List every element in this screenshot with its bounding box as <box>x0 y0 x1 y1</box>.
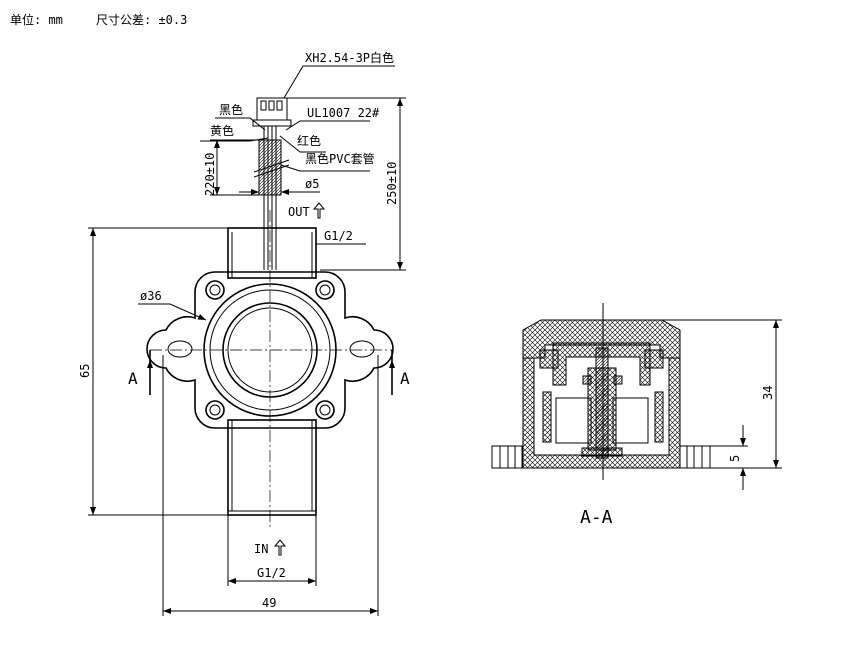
width-dim: 49 <box>262 596 276 610</box>
sensor-body-front <box>146 210 394 530</box>
thread-bottom-dim: G1/2 <box>257 566 286 580</box>
tolerance-text: 尺寸公差: ±0.3 <box>96 13 187 27</box>
connector <box>252 97 292 127</box>
section-mark-right: A <box>400 369 410 388</box>
connector-label: XH2.54-3P白色 <box>305 50 394 65</box>
black-wire-label: 黑色 <box>219 103 243 117</box>
sleeve-label: 黑色PVC套管 <box>305 151 375 166</box>
height-dim: 65 <box>78 364 92 378</box>
thread-top-dim: G1/2 <box>324 229 353 243</box>
section-title: A-A <box>580 507 613 528</box>
base-thickness-dim: 5 <box>728 455 742 462</box>
in-label: IN <box>254 542 268 556</box>
section-mark-left: A <box>128 369 138 388</box>
red-wire-label: 红色 <box>297 133 321 148</box>
cable <box>253 126 290 270</box>
sleeve-length-dim: 220±10 <box>203 153 217 196</box>
cable-length-dim: 250±10 <box>385 162 399 205</box>
unit-text: 单位: mm <box>10 12 63 27</box>
out-arrow-icon <box>312 202 326 219</box>
section-height-dim: 34 <box>761 386 775 400</box>
yellow-wire-label: 黄色 <box>210 124 234 138</box>
sleeve-diameter-label: ø5 <box>305 177 319 191</box>
body-diameter-label: ø36 <box>140 289 162 303</box>
out-label: OUT <box>288 205 310 219</box>
in-arrow-icon <box>273 539 287 556</box>
section-view <box>491 303 711 480</box>
wire-spec-label: UL1007 22# <box>307 106 380 120</box>
